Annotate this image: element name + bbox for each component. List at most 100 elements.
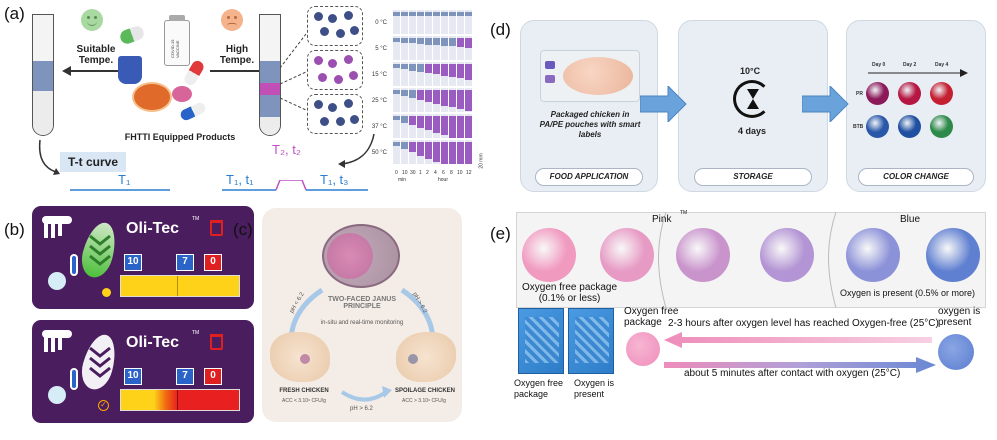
x-tick: 10	[457, 170, 463, 176]
products-illustration: COVID-19 VACCINE	[116, 15, 216, 126]
panel-letter: (d)	[490, 20, 511, 39]
comb-icon	[42, 216, 72, 242]
indicator-cell	[433, 36, 440, 60]
color-dot	[866, 115, 889, 138]
pill-icon	[118, 24, 146, 46]
top-strip	[516, 212, 986, 308]
scale-bar-label: 20 mm	[478, 153, 485, 169]
row-label: 0 °C	[375, 20, 387, 26]
right-arrow-icon	[802, 86, 849, 122]
indicator-cell	[441, 36, 448, 60]
indicator-cell	[401, 10, 408, 34]
calendar-icon: 7	[176, 368, 194, 385]
minutes-transition-text: about 5 minutes after contact with oxyge…	[684, 368, 901, 379]
indicator-cell	[449, 62, 456, 86]
indicator-cell	[457, 114, 464, 138]
row-label: 50 °C	[371, 150, 387, 156]
indicator-cell	[449, 114, 456, 138]
indicator-cell	[417, 36, 424, 60]
indicator-tube-high	[259, 14, 281, 136]
stage-label: COLOR CHANGE	[858, 168, 974, 186]
oli-tec-label-spoiled: ✓ Oli-Tec TM 10 7 0	[32, 320, 254, 423]
indicator-cell	[457, 62, 464, 86]
indicator-circle	[676, 228, 730, 282]
indicator-cell	[449, 10, 456, 34]
time-temperature-grid	[393, 10, 475, 168]
sad-face-icon	[221, 9, 243, 31]
indicator-cell	[409, 10, 416, 34]
indicator-cell	[393, 114, 400, 138]
row-label: PR	[856, 91, 863, 97]
calendar-icon: 10	[124, 254, 142, 271]
tt-curve-lines	[70, 180, 368, 191]
indicator-cell	[409, 36, 416, 60]
indicator-cell	[417, 62, 424, 86]
trademark: TM	[192, 330, 200, 336]
x-tick: 0	[395, 170, 398, 176]
indicator-cell	[465, 114, 472, 138]
happy-face-icon	[81, 9, 103, 31]
indicator-cell	[401, 88, 408, 112]
indicator-cell	[441, 10, 448, 34]
thermometer-icon	[70, 368, 78, 390]
indicator-cell	[401, 62, 408, 86]
indicator-cell	[425, 114, 432, 138]
color-dot	[898, 82, 921, 105]
indicator-cell	[457, 36, 464, 60]
t1-t1-label: T₁, t₁	[226, 172, 254, 187]
indicator-cell	[465, 36, 472, 60]
indicator-cell	[417, 114, 424, 138]
indicator-cell	[465, 140, 472, 164]
blue-label: Blue	[900, 214, 921, 225]
panel-letter: (e)	[490, 224, 511, 243]
indicator-cell	[417, 140, 424, 164]
row-label: 25 °C	[371, 98, 387, 104]
calendar-icon: 7	[176, 254, 194, 271]
indicator-dot-fresh	[300, 354, 310, 364]
row-label: BTB	[853, 124, 864, 130]
oxygen-present-label: Oxygen is present (0.5% or more)	[840, 288, 976, 298]
indicator-cell	[465, 62, 472, 86]
indicator-cell	[465, 88, 472, 112]
indicator-cell	[441, 114, 448, 138]
trademark: TM	[680, 210, 688, 216]
day-label: Day 0	[872, 62, 886, 68]
indicator-cell	[393, 88, 400, 112]
timeline-arrow-icon	[868, 69, 968, 77]
indicator-cell	[425, 140, 432, 164]
ph-bottom: pH > 6.2	[350, 406, 373, 412]
panel-letter: (c)	[233, 220, 253, 239]
check-icon: ✓	[98, 400, 109, 411]
indicator-cell	[441, 88, 448, 112]
panel-letter: (a)	[4, 4, 25, 23]
indicator-cell	[393, 62, 400, 86]
indicator-circle	[600, 228, 654, 282]
curved-arrow-icon	[338, 133, 375, 168]
fresh-acc: ACC < 3.10⁶ CFU/g	[282, 398, 326, 404]
x-tick: 8	[450, 170, 453, 176]
particle-box-bottom	[307, 94, 363, 134]
egg-icon	[172, 86, 192, 102]
strip-dividers	[658, 212, 837, 308]
indicator-cell	[449, 36, 456, 60]
hours-transition-text: 2-3 hours after oxygen level has reached…	[668, 318, 939, 329]
stage-label: FOOD APPLICATION	[535, 168, 643, 186]
fresh-label: FRESH CHICKEN	[279, 388, 329, 394]
row-label: 37 °C	[371, 124, 387, 130]
freshness-bar	[120, 389, 240, 411]
bubble-icon	[48, 386, 66, 404]
indicator-cell	[425, 88, 432, 112]
t1-t3-label: T₁, t₃	[320, 172, 349, 187]
stage-food-application	[520, 20, 658, 192]
indicator-cell	[433, 114, 440, 138]
indicator-cell	[465, 10, 472, 34]
indicator-cell	[433, 140, 440, 164]
package-blue-free	[518, 308, 564, 374]
spoilage-label: SPOILAGE CHICKEN	[394, 388, 455, 394]
chevron-down-icon	[89, 234, 111, 266]
right-arrow-icon	[640, 86, 687, 122]
indicator-circle	[760, 228, 814, 282]
package-blue-present	[568, 308, 614, 374]
particle-box-mid	[307, 50, 363, 90]
bubble-icon	[48, 272, 66, 290]
